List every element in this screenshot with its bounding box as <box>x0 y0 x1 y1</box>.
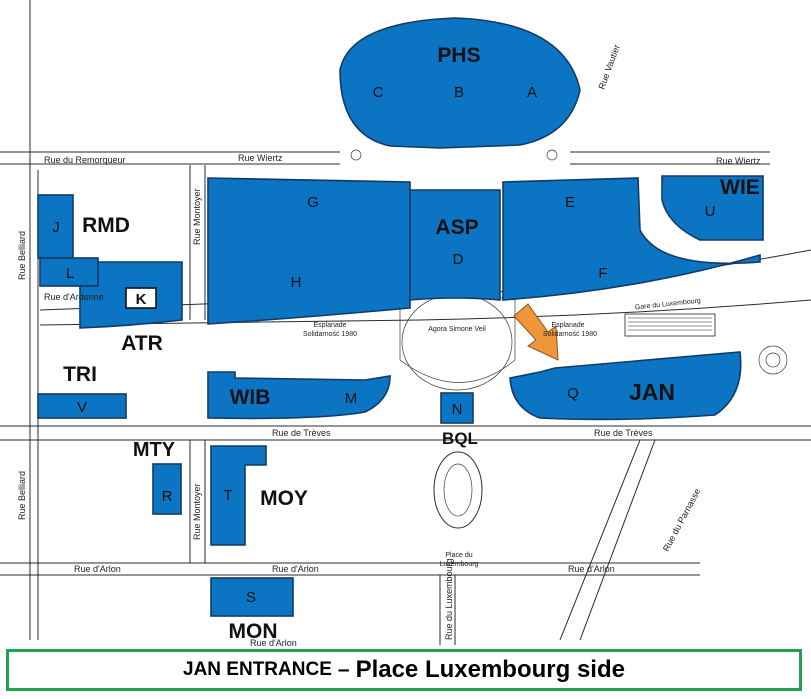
agora-circle <box>401 293 513 391</box>
gare-label: Gare du Luxembourg <box>635 298 702 312</box>
agora-outline <box>399 294 516 383</box>
building-jan[interactable] <box>509 351 742 421</box>
label-f: F <box>598 265 607 282</box>
label-c: C <box>373 84 384 101</box>
building-t[interactable] <box>210 445 267 546</box>
label-d: D <box>453 251 464 268</box>
building-s[interactable] <box>210 577 294 617</box>
street-treves-right: Rue de Trèves <box>594 428 653 438</box>
place-line2: Luxembourg <box>440 561 479 568</box>
street-belliard-bottom: Rue Belliard <box>17 471 27 520</box>
street-wiertz-right: Rue Wiertz <box>716 156 761 166</box>
label-k: K <box>136 291 147 308</box>
entrance-arrow <box>513 303 559 361</box>
esplanade-left-line2: Solidarność 1980 <box>303 331 357 338</box>
building-r[interactable] <box>152 463 182 515</box>
label-mty: MTY <box>133 439 176 461</box>
label-l: L <box>66 265 74 282</box>
label-atr: ATR <box>121 332 163 355</box>
street-montoyer-bottom: Rue Montoyer <box>192 483 202 540</box>
label-s: S <box>246 589 256 606</box>
label-moy: MOY <box>260 487 308 510</box>
building-wib[interactable] <box>207 371 391 420</box>
label-q: Q <box>567 385 579 402</box>
label-b: B <box>454 84 464 101</box>
label-u: U <box>705 203 716 220</box>
label-wib: WIB <box>230 386 271 409</box>
label-r: R <box>162 488 173 505</box>
building-v[interactable] <box>37 393 127 419</box>
esplanade-right-line2: Solidarność 1980 <box>543 331 597 338</box>
street-wiertz-left: Rue Wiertz <box>238 153 283 163</box>
street-treves-left: Rue de Trèves <box>272 428 331 438</box>
label-a: A <box>527 84 537 101</box>
label-asp: ASP <box>435 216 478 239</box>
label-e: E <box>565 194 575 211</box>
label-tri: TRI <box>63 363 97 386</box>
street-vautier: Rue Vautier <box>596 43 621 90</box>
building-n[interactable] <box>440 392 474 424</box>
building-wie[interactable] <box>661 175 764 241</box>
building-asp[interactable] <box>409 189 501 301</box>
building-ef[interactable] <box>502 177 761 301</box>
label-bql: BQL <box>442 429 478 448</box>
caption-entrance: JAN ENTRANCE <box>183 659 332 680</box>
label-g: G <box>307 194 319 211</box>
street-belliard-top: Rue Belliard <box>17 231 27 280</box>
label-jan: JAN <box>629 379 675 405</box>
caption-side: Place Luxembourg side <box>355 656 625 683</box>
building-k[interactable] <box>125 287 157 309</box>
esplanade-right-line1: Esplanade <box>551 322 584 329</box>
label-m: M <box>345 390 358 407</box>
label-phs: PHS <box>437 44 480 67</box>
label-t: T <box>223 487 232 504</box>
label-v: V <box>77 399 87 416</box>
label-n: N <box>452 401 463 418</box>
building-phs[interactable] <box>339 17 581 149</box>
street-parnasse: Rue du Parnasse <box>661 487 702 553</box>
caption-banner: JAN ENTRANCE – Place Luxembourg side <box>6 649 802 691</box>
street-arlon-bottom: Rue d'Arlon <box>250 638 297 648</box>
esplanade-left-line1: Esplanade <box>313 322 346 329</box>
gare-tracks <box>624 313 716 337</box>
caption-dash: – <box>337 658 350 681</box>
label-h: H <box>291 274 302 291</box>
agora-label: Agora Simone Veil <box>428 326 486 333</box>
building-l[interactable] <box>39 257 99 287</box>
street-arlon-left: Rue d'Arlon <box>74 564 121 574</box>
street-luxembourg: Rue du Luxembourg <box>444 558 454 640</box>
street-arlon-mid: Rue d'Arlon <box>272 564 319 574</box>
street-ardenne: Rue d'Ardenne <box>44 292 104 302</box>
label-mon: MON <box>229 620 278 643</box>
place-line1: Place du <box>445 552 472 559</box>
street-montoyer-top: Rue Montoyer <box>192 188 202 245</box>
street-remorqueur: Rue du Remorqueur <box>44 155 126 165</box>
street-arlon-right: Rue d'Arlon <box>568 564 615 574</box>
label-j: J <box>52 219 60 236</box>
label-wie: WIE <box>720 176 760 199</box>
building-gh[interactable] <box>207 177 411 325</box>
label-rmd: RMD <box>82 214 130 237</box>
